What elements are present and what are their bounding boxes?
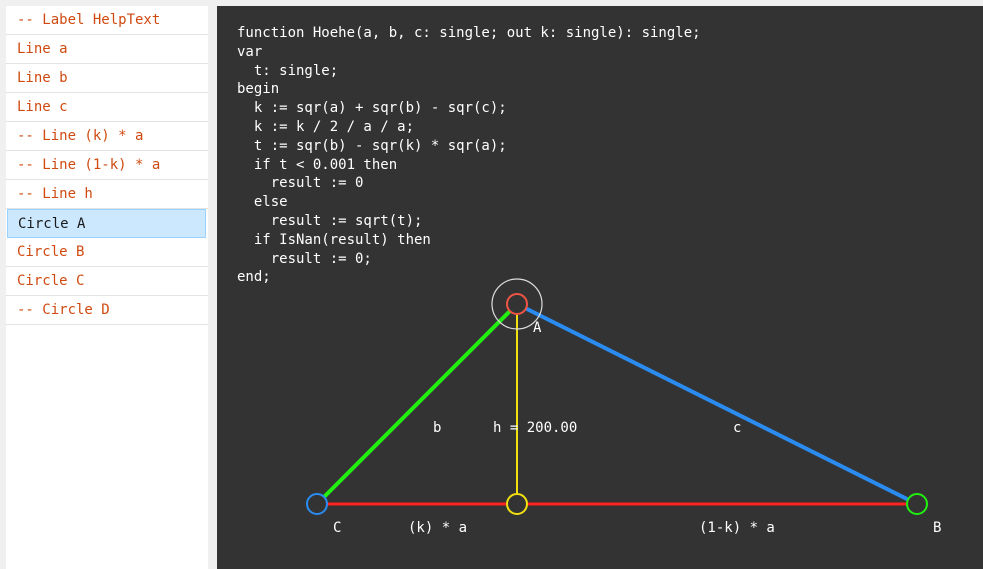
circle-a-selection-ring: [491, 278, 543, 330]
line-b[interactable]: [315, 302, 519, 506]
height-label: h = 200.00: [493, 420, 577, 436]
circle-a[interactable]: [506, 293, 528, 315]
help-text-code: function Hoehe(a, b, c: single; out k: s…: [237, 25, 701, 286]
label-b: B: [933, 520, 941, 536]
list-item-circle-d[interactable]: -- Circle D: [6, 296, 208, 325]
list-item-line-1k-a[interactable]: -- Line (1-k) * a: [6, 151, 208, 180]
list-item-circle-c[interactable]: Circle C: [6, 267, 208, 296]
list-item-circle-a[interactable]: Circle A: [7, 209, 206, 238]
list-item-line-a[interactable]: Line a: [6, 35, 208, 64]
label-a: A: [533, 320, 542, 336]
list-item-line-k-a[interactable]: -- Line (k) * a: [6, 122, 208, 151]
drawing-canvas[interactable]: function Hoehe(a, b, c: single; out k: s…: [217, 6, 983, 569]
list-item-line-c[interactable]: Line c: [6, 93, 208, 122]
line-c[interactable]: [516, 302, 918, 506]
list-item-line-h[interactable]: -- Line h: [6, 180, 208, 209]
side-b-label: b: [433, 420, 441, 436]
side-c-label: c: [733, 420, 741, 436]
label-c: C: [333, 520, 341, 536]
circle-b[interactable]: [906, 493, 928, 515]
list-item-label-helptext[interactable]: -- Label HelpText: [6, 6, 208, 35]
segment-1k-label: (1-k) * a: [699, 520, 775, 536]
segment-k-label: (k) * a: [408, 520, 467, 536]
element-list[interactable]: -- Label HelpText Line a Line b Line c -…: [6, 6, 208, 569]
circle-d[interactable]: [506, 493, 528, 515]
list-item-line-b[interactable]: Line b: [6, 64, 208, 93]
list-item-circle-b[interactable]: Circle B: [6, 238, 208, 267]
circle-c[interactable]: [306, 493, 328, 515]
triangle-figure: A B C b c h = 200.00 (k) * a (1-k) * a: [306, 278, 941, 536]
